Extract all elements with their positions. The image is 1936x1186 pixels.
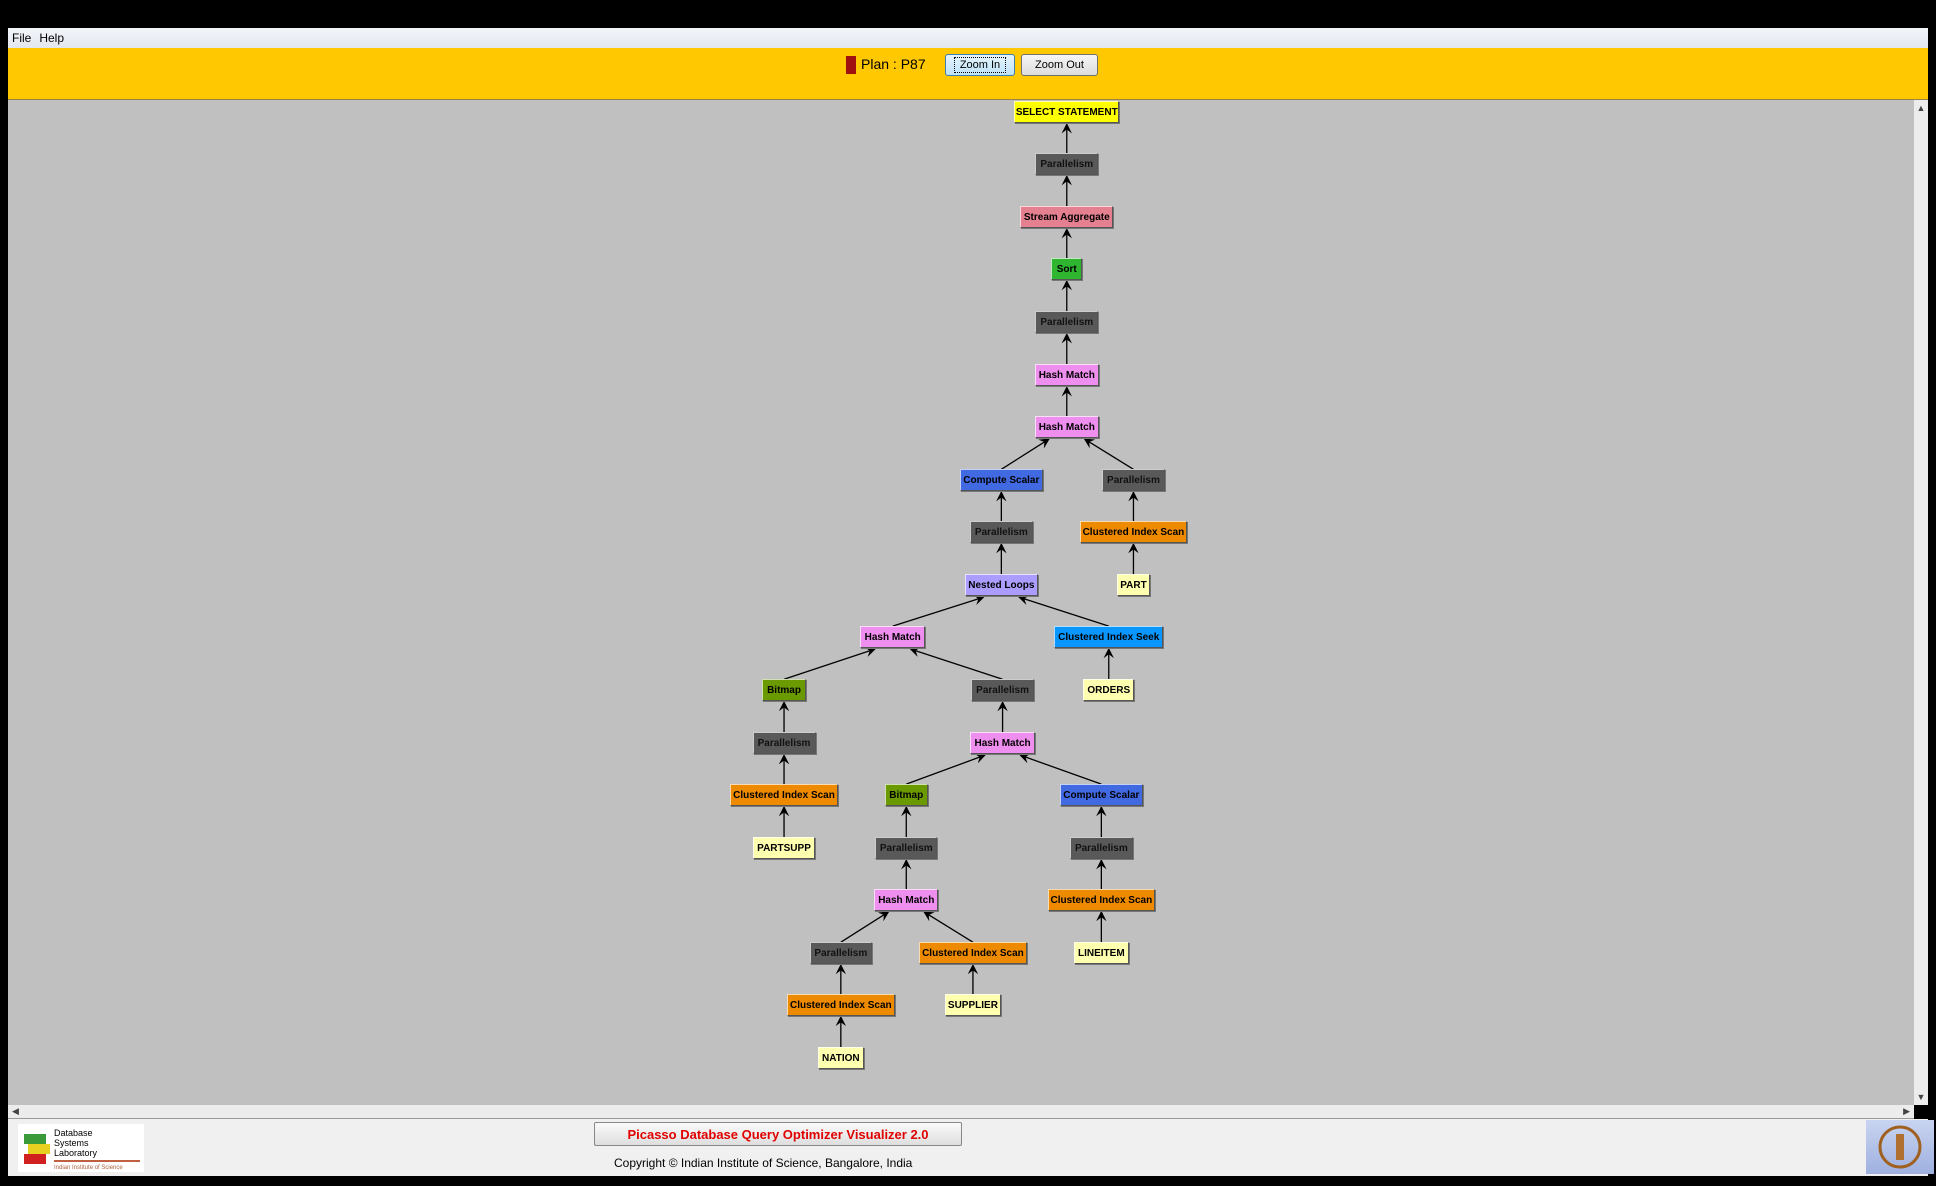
plan-node-parallelism[interactable]: Parallelism [1101,469,1165,492]
plan-node-lineitem[interactable]: LINEITEM [1074,942,1129,965]
plan-color-swatch [846,56,856,74]
plan-edge-arrow [1018,595,1109,627]
menu-help[interactable]: Help [39,31,65,45]
plan-node-clustered-index-scan[interactable]: Clustered Index Scan [1079,521,1188,544]
plan-node-parallelism[interactable]: Parallelism [875,837,938,860]
plan-edge-arrow [906,753,986,785]
plan-node-parallelism[interactable]: Parallelism [969,521,1033,544]
plan-node-bitmap[interactable]: Bitmap [884,784,928,807]
plan-node-clustered-index-scan[interactable]: Clustered Index Scan [1047,889,1156,912]
app-title-button[interactable]: Picasso Database Query Optimizer Visuali… [594,1122,962,1146]
plan-node-parallelism[interactable]: Parallelism [809,942,872,965]
plan-node-bitmap[interactable]: Bitmap [762,679,806,702]
plan-edge-arrow [1000,438,1050,470]
plan-edge-arrow [840,911,890,943]
plan-node-clustered-index-scan[interactable]: Clustered Index Scan [786,994,896,1017]
plan-node-orders[interactable]: ORDERS [1083,679,1135,702]
plan-node-hash-match[interactable]: Hash Match [859,626,926,649]
plan-node-compute-scalar[interactable]: Compute Scalar [959,469,1043,492]
plan-node-stream-aggregate[interactable]: Stream Aggregate [1020,206,1114,229]
plan-node-hash-match[interactable]: Hash Match [1034,416,1099,439]
plan-edge-arrow [923,911,974,943]
plan-node-partsupp[interactable]: PARTSUPP [753,837,815,860]
svg-text:Database: Database [54,1128,93,1138]
plan-node-supplier[interactable]: SUPPLIER [944,994,1002,1017]
plan-node-clustered-index-seek[interactable]: Clustered Index Seek [1054,626,1164,649]
vertical-scrollbar[interactable]: ▲▼ [1914,100,1928,1105]
plan-edge-arrow [1083,438,1134,470]
toolbar: Plan : P87 Zoom In Zoom Out [8,48,1928,100]
zoom-out-button[interactable]: Zoom Out [1021,54,1098,76]
plan-node-sort[interactable]: Sort [1051,258,1083,281]
menu-bar: File Help [8,28,1928,48]
zoom-in-button[interactable]: Zoom In [945,54,1015,76]
footer: Database Systems Laboratory Indian Insti… [8,1119,1934,1176]
scroll-right-arrow-icon[interactable]: ▶ [1903,1106,1910,1116]
plan-edge-arrow [892,595,985,627]
plan-node-compute-scalar[interactable]: Compute Scalar [1059,784,1143,807]
svg-text:Indian Institute of Science: Indian Institute of Science [54,1165,123,1171]
menu-file[interactable]: File [12,31,32,45]
plan-node-nation[interactable]: NATION [817,1047,864,1070]
plan-edge-arrow [1019,753,1102,785]
plan-node-clustered-index-scan[interactable]: Clustered Index Scan [919,942,1027,965]
plan-node-parallelism[interactable]: Parallelism [752,732,816,755]
plan-node-parallelism[interactable]: Parallelism [971,679,1035,702]
plan-node-clustered-index-scan[interactable]: Clustered Index Scan [730,784,838,807]
plan-node-nested-loops[interactable]: Nested Loops [964,574,1038,597]
plan-node-hash-match[interactable]: Hash Match [874,889,939,912]
scroll-down-arrow-icon[interactable]: ▼ [1916,1092,1926,1102]
copyright-text: Copyright © Indian Institute of Science,… [614,1156,913,1170]
plan-edge-arrow [783,647,876,680]
dsl-logo-graphic: Database Systems Laboratory Indian Insti… [24,1128,140,1171]
svg-text:Systems: Systems [54,1138,89,1148]
plan-node-select-statement[interactable]: SELECT STATEMENT [1014,101,1120,124]
zoom-in-label: Zoom In [953,57,1007,73]
plan-node-hash-match[interactable]: Hash Match [970,732,1035,755]
plan-node-parallelism[interactable]: Parallelism [1035,311,1099,334]
plan-node-hash-match[interactable]: Hash Match [1034,364,1099,387]
plan-tree-edges [778,123,1139,1048]
iisc-emblem-logo [1866,1120,1934,1174]
plan-edge-arrow [909,646,1003,680]
horizontal-scrollbar[interactable]: ◀▶ [8,1105,1914,1119]
plan-node-part[interactable]: PART [1116,574,1151,597]
plan-node-parallelism[interactable]: Parallelism [1035,153,1099,176]
plan-node-parallelism[interactable]: Parallelism [1069,837,1133,860]
svg-text:Laboratory: Laboratory [54,1148,98,1158]
scroll-left-arrow-icon[interactable]: ◀ [12,1106,19,1116]
plan-label: Plan : P87 [861,56,926,72]
scroll-up-arrow-icon[interactable]: ▲ [1916,103,1926,113]
dsl-logo: Database Systems Laboratory Indian Insti… [18,1124,144,1172]
